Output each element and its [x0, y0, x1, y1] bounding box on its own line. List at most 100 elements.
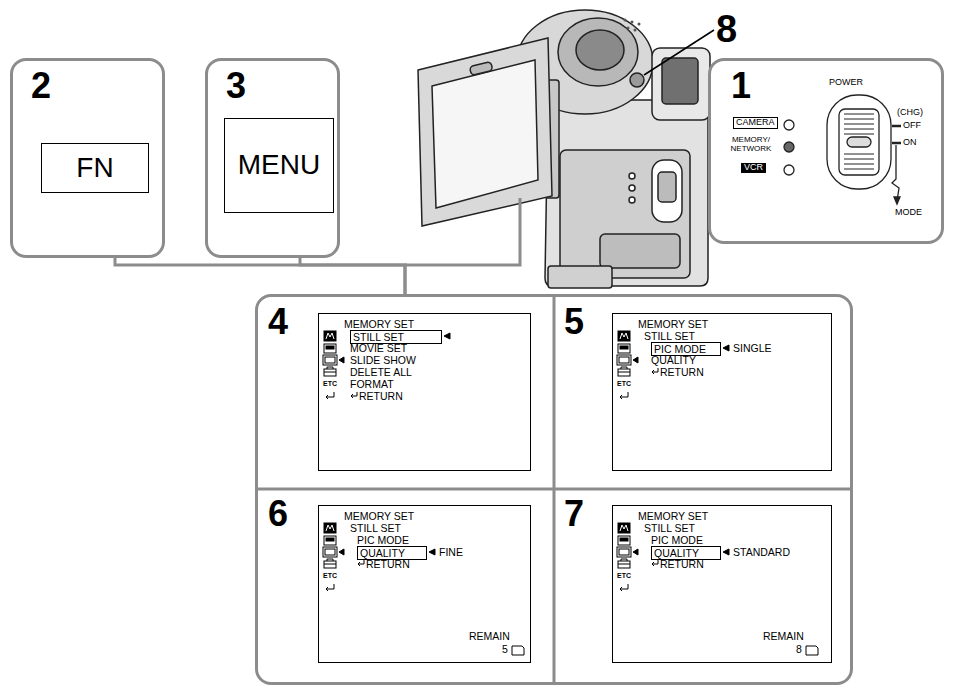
slider-ridge	[844, 119, 874, 120]
display-icon	[617, 355, 631, 365]
connector	[115, 258, 405, 294]
mode-arrow-head	[894, 197, 900, 204]
menu-text: SINGLE	[733, 342, 772, 354]
menu-text: MENU	[238, 149, 320, 181]
divider	[258, 488, 850, 491]
pointer	[723, 549, 729, 555]
display-icon-inner	[619, 549, 629, 555]
menu-text: MEMORY SET	[638, 318, 708, 330]
menu-icons	[617, 331, 729, 399]
leader-line	[644, 30, 714, 75]
step-box: 2FN	[10, 58, 165, 258]
button-label: FN	[41, 143, 149, 193]
tape-icon	[324, 536, 336, 545]
menu-text: STILL SET	[350, 522, 401, 534]
return-arrow	[652, 368, 658, 374]
menu-text: OFF	[903, 120, 921, 130]
return-arrow	[358, 560, 364, 566]
step-cell: 6MEMORY SETSTILL SETPIC MODEQUALITYFINER…	[258, 489, 554, 681]
tape-icon-window	[326, 346, 334, 349]
menu-icons	[323, 523, 524, 655]
step-number: 6	[268, 493, 288, 534]
menu-text: RETURN	[660, 366, 704, 378]
menu-screen: MEMORY SETSTILL SETMOVIE SETSLIDE SHOWDE…	[318, 313, 531, 471]
memory-icon-mark	[620, 333, 628, 339]
display-icon	[323, 355, 337, 365]
menu-screen: MEMORY SETSTILL SETPIC MODEQUALITYSTANDA…	[612, 505, 832, 663]
step-number: 4	[268, 301, 288, 342]
panel-dividers	[258, 297, 850, 682]
step-box: 3MENU	[205, 58, 340, 258]
grille-hole	[624, 19, 627, 22]
menu-text: RETURN	[660, 558, 704, 570]
memory-card-icon	[512, 646, 524, 655]
grille-hole	[638, 23, 641, 26]
lcd-panel	[418, 38, 552, 226]
callout-number: 8	[716, 10, 737, 48]
menu-text: REMAIN	[469, 630, 510, 642]
menu-text: QUALITY	[651, 546, 721, 560]
display-icon-inner	[325, 357, 335, 363]
slider-ridge	[844, 164, 874, 165]
step-box: 1POWERCAMERAMEMORY/ NETWORKVCR(CHG)OFFON…	[708, 58, 944, 244]
step-cell: 4 MEMORY SETSTILL SETMOVIE SETSLIDE SHOWD…	[258, 297, 554, 489]
memory-icon	[324, 331, 336, 341]
memory-icon-mark	[620, 525, 628, 531]
base-foot	[548, 266, 612, 288]
toolbox-icon	[324, 561, 336, 568]
return-icon	[326, 392, 334, 399]
step-number: 2	[31, 65, 51, 106]
microphone-grille	[624, 19, 641, 32]
side-panel	[560, 150, 690, 278]
camcorder	[418, 10, 710, 288]
on-tick	[892, 142, 901, 145]
memory-icon-mark	[326, 333, 334, 339]
menu-text: SLIDE SHOW	[350, 354, 416, 366]
menu-text: FN	[76, 152, 113, 184]
mode-arrow	[892, 145, 899, 201]
display-icon-inner	[619, 357, 629, 363]
menu-text: STILL SET	[644, 330, 695, 342]
mode-lamp	[784, 165, 794, 175]
menu-text: RETURN	[366, 558, 410, 570]
toolbox-icon	[324, 369, 336, 376]
toolbox-handle	[618, 559, 630, 564]
menu-text: VCR	[741, 163, 766, 173]
memory-icon	[618, 523, 630, 533]
viewfinder	[652, 48, 710, 120]
bracket-line	[405, 198, 520, 265]
return-icon	[326, 584, 334, 591]
lcd-latch	[469, 61, 493, 75]
menu-text: STILL SET	[350, 330, 442, 344]
toolbox-handle	[324, 559, 336, 564]
pointer	[723, 345, 729, 351]
step-cell: 7MEMORY SETSTILL SETPIC MODEQUALITYSTAND…	[554, 489, 850, 681]
menu-text: MEMORY SET	[344, 510, 414, 522]
menu-text: MEMORY SET	[638, 510, 708, 522]
return-icon	[620, 584, 628, 591]
menu-text: MEMORY/ NETWORK	[725, 135, 777, 153]
step-number: ETC	[617, 572, 631, 580]
display-icon	[323, 547, 337, 557]
menu-text: PIC MODE	[651, 534, 703, 546]
slider-ridge	[844, 124, 874, 125]
return-arrow	[351, 392, 357, 398]
pointer	[429, 549, 435, 555]
menu-text: RETURN	[359, 390, 403, 402]
tape-icon	[618, 344, 630, 353]
menu-text: PIC MODE	[651, 342, 721, 356]
grille-hole	[627, 27, 630, 30]
menu-screen: MEMORY SETSTILL SETPIC MODESINGLEQUALITY…	[612, 313, 832, 471]
off-tick	[892, 125, 901, 128]
step-number: ETC	[323, 572, 337, 580]
slider-ridge	[844, 169, 874, 170]
menu-text: MODE	[895, 207, 922, 217]
display-icon-inner	[325, 549, 335, 555]
slider-ridge	[844, 159, 874, 160]
step-number: ETC	[617, 380, 631, 388]
pointer	[444, 333, 450, 339]
memory-card-icon	[806, 646, 818, 655]
step-number: 1	[731, 65, 751, 106]
